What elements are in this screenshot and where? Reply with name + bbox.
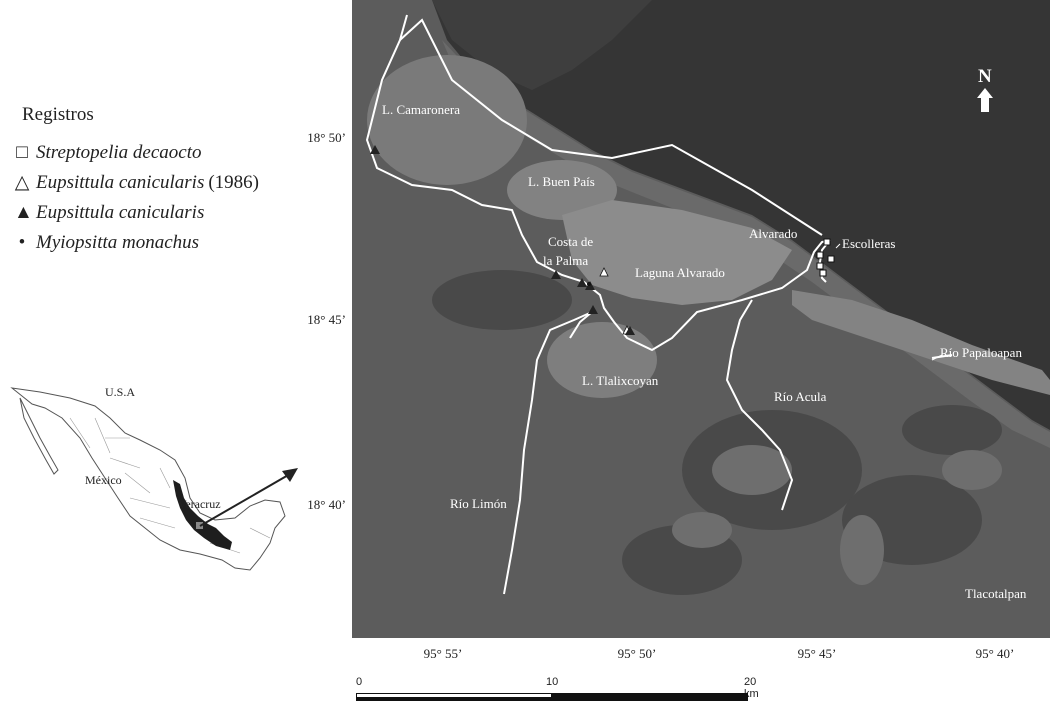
papaloapan-leader <box>931 354 943 361</box>
lat-label-45: 18° 45’ <box>307 312 346 327</box>
legend: Registros □ Streptopelia decaocto △ Eups… <box>14 104 324 258</box>
north-arrow-icon <box>977 88 993 112</box>
lon-label-55: 95° 55’ <box>423 646 463 661</box>
scale-label-zero: 0 <box>356 676 363 688</box>
label-limon: Río Limón <box>450 496 507 511</box>
scale-segment-lower <box>356 697 552 701</box>
legend-species: Eupsittula canicularis <box>36 172 205 193</box>
legend-item-eupsittula-1986: △ Eupsittula canicularis (1986) <box>14 168 324 198</box>
lagoon-tlalixcoyan <box>547 322 657 398</box>
streptopelia-record <box>819 269 827 277</box>
road-limon <box>503 311 593 595</box>
streptopelia-record <box>816 251 824 259</box>
baja-peninsula <box>19 397 59 475</box>
label-costa-palma-1: Costa de <box>548 234 593 249</box>
label-escolleras: Escolleras <box>842 236 895 251</box>
legend-item-myiopsitta: • Myiopsitta monachus <box>14 228 324 258</box>
locator-arrow <box>199 473 291 527</box>
eupsittula-record <box>551 270 561 279</box>
satellite-map: N L. Camaronera L. Buen País Costa de la… <box>352 0 1050 638</box>
lagoon-camaronera <box>367 55 527 185</box>
record-markers <box>370 145 835 335</box>
lon-label-40: 95° 40’ <box>975 646 1015 661</box>
inset-map: U.S.A México Veracruz <box>10 385 298 571</box>
lon-label-50: 95° 50’ <box>617 646 657 661</box>
label-tlalixcoyan: L. Tlalixcoyan <box>582 373 659 388</box>
lagoon-alvarado <box>562 200 792 305</box>
eupsittula-1986-record <box>599 267 609 277</box>
streptopelia-record <box>816 262 824 270</box>
arrow-head-icon <box>282 468 298 482</box>
legend-species: Myiopsitta monachus <box>36 232 200 253</box>
inset-label-mexico: México <box>85 473 122 487</box>
north-label: N <box>978 66 992 87</box>
myiopsitta-record <box>587 282 591 286</box>
filled-triangle-icon: ▲ <box>14 202 33 223</box>
streptopelia-record <box>827 255 835 263</box>
eupsittula-record <box>577 278 587 287</box>
legend-title: Registros <box>22 104 94 125</box>
label-papaloapan: Río Papaloapan <box>940 345 1022 360</box>
open-square-icon: □ <box>16 142 28 163</box>
label-alvarado: Alvarado <box>749 226 797 241</box>
scale-segment-black <box>552 693 748 701</box>
label-laguna-alvarado: Laguna Alvarado <box>635 265 725 280</box>
road-papaloapan <box>931 354 953 359</box>
label-tlacotalpan: Tlacotalpan <box>965 586 1027 601</box>
road-tlalixcoyan <box>569 311 593 339</box>
lat-label-50: 18° 50’ <box>307 130 346 145</box>
lagoon-buen-pais <box>507 160 617 220</box>
legend-item-streptopelia: □ Streptopelia decaocto <box>14 138 324 168</box>
label-camaronera: L. Camaronera <box>382 102 460 117</box>
open-triangle-icon: △ <box>14 172 30 193</box>
mexico-outline <box>10 387 286 571</box>
lon-label-45: 95° 45’ <box>797 646 837 661</box>
label-costa-palma-2: la Palma <box>543 253 588 268</box>
papaloapan-estuary <box>792 290 1050 395</box>
eupsittula-record <box>625 326 635 335</box>
sea <box>432 0 1050 430</box>
streptopelia-record <box>823 238 831 246</box>
road-acula <box>725 299 794 511</box>
dot-icon: • <box>18 232 26 253</box>
legend-species: Streptopelia decaocto <box>36 142 202 163</box>
label-buen-pais: L. Buen País <box>528 174 595 189</box>
legend-year: (1986) <box>208 172 260 193</box>
escolleras-leader <box>835 243 841 249</box>
veracruz-state <box>173 480 232 550</box>
lat-label-40: 18° 40’ <box>307 497 346 512</box>
eupsittula-record <box>588 305 598 314</box>
beach-road <box>399 18 823 236</box>
study-area-marker <box>196 522 203 529</box>
legend-species: Eupsittula canicularis <box>36 202 205 223</box>
wetland-pools <box>672 445 1002 585</box>
scale-label-end: 20 km <box>744 676 759 700</box>
legend-item-eupsittula: ▲ Eupsittula canicularis <box>14 198 324 228</box>
inset-label-veracruz: Veracruz <box>178 497 221 511</box>
scale-bar: 0 10 20 km <box>356 676 759 706</box>
label-acula: Río Acula <box>774 389 827 404</box>
eupsittula-record <box>370 145 380 154</box>
scale-label-mid: 10 <box>546 676 559 688</box>
inset-label-usa: U.S.A <box>105 385 135 399</box>
escolleras-road <box>818 239 831 283</box>
